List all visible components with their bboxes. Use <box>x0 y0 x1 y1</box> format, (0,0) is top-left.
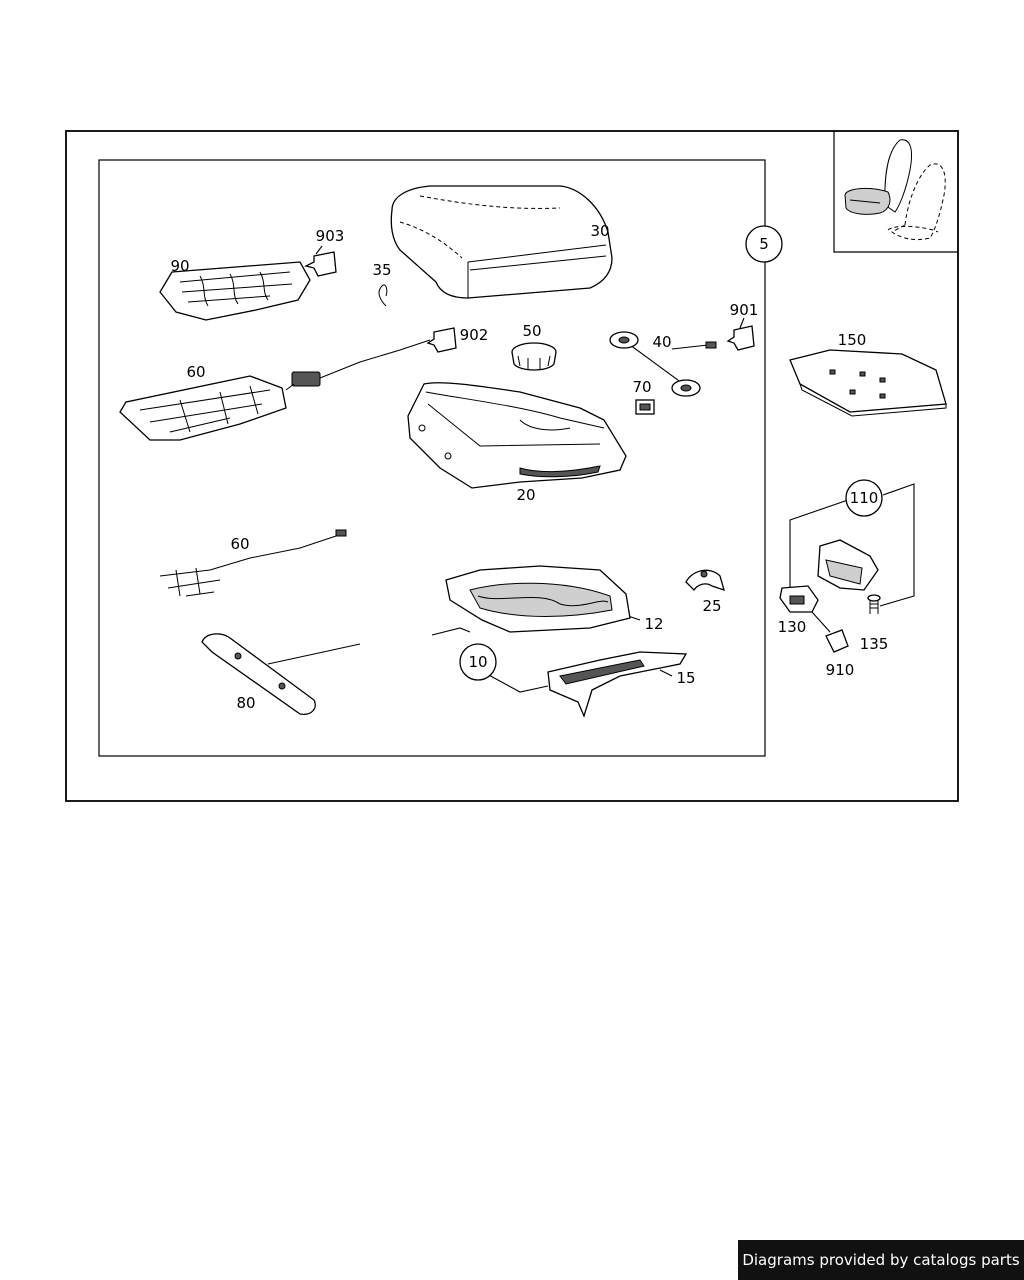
plate-80 <box>201 633 361 715</box>
heating-element-60b <box>159 529 347 597</box>
tag-902 <box>426 327 457 353</box>
clip-35 <box>378 284 388 307</box>
seat-frame-20 <box>407 382 627 489</box>
label-35: 35 <box>372 261 391 279</box>
leader-10 <box>431 627 471 636</box>
seat-cushion-30 <box>390 185 613 299</box>
label-903: 903 <box>316 227 345 245</box>
credit-banner: Diagrams provided by catalogs parts <box>738 1240 1024 1280</box>
label-150: 150 <box>838 331 867 349</box>
panel-150 <box>789 349 947 417</box>
label-12: 12 <box>644 615 663 633</box>
label-10: 10 <box>468 653 487 671</box>
label-20: 20 <box>516 486 535 504</box>
thumbnail-frame <box>833 131 958 253</box>
label-135: 135 <box>860 635 889 653</box>
leader-903 <box>315 245 323 255</box>
label-902: 902 <box>460 326 489 344</box>
inner-frame <box>98 159 766 757</box>
label-70: 70 <box>632 378 651 396</box>
outer-frame <box>65 130 959 802</box>
support-110 <box>817 539 879 591</box>
label-25: 25 <box>702 597 721 615</box>
label-60-top: 60 <box>186 363 205 381</box>
label-110: 110 <box>850 489 879 507</box>
switch-130 <box>779 585 819 613</box>
callout-circle-10 <box>459 643 497 681</box>
seat-thumbnail-icon <box>844 139 946 241</box>
housing-50 <box>511 342 557 371</box>
heating-element-60a <box>119 339 431 441</box>
rail-15 <box>547 651 688 718</box>
label-80: 80 <box>236 694 255 712</box>
bracket-25 <box>685 569 725 592</box>
tag-910 <box>825 629 849 653</box>
callout-circle-110 <box>845 479 883 517</box>
connector-70 <box>635 399 655 415</box>
heating-mat-90 <box>159 261 311 321</box>
leader-110 <box>789 499 849 596</box>
leader-10b <box>484 672 549 693</box>
tag-903 <box>304 251 337 277</box>
leader-901 <box>739 317 745 329</box>
label-130: 130 <box>778 618 807 636</box>
label-5: 5 <box>759 235 769 253</box>
shell-12 <box>445 565 631 633</box>
leader-40a <box>625 341 687 387</box>
leader-110b <box>879 483 915 607</box>
leader-40b <box>671 344 709 350</box>
label-901: 901 <box>730 301 759 319</box>
label-40: 40 <box>652 333 671 351</box>
label-60-bottom: 60 <box>230 535 249 553</box>
sensor-40 <box>609 331 717 397</box>
label-30: 30 <box>590 222 609 240</box>
tag-901 <box>726 325 755 351</box>
label-15: 15 <box>676 669 695 687</box>
callout-circle-5 <box>745 225 783 263</box>
leader-15 <box>659 669 673 677</box>
label-90: 90 <box>170 257 189 275</box>
label-910: 910 <box>826 661 855 679</box>
leader-910 <box>811 611 831 633</box>
label-50: 50 <box>522 322 541 340</box>
screw-135 <box>867 594 881 614</box>
